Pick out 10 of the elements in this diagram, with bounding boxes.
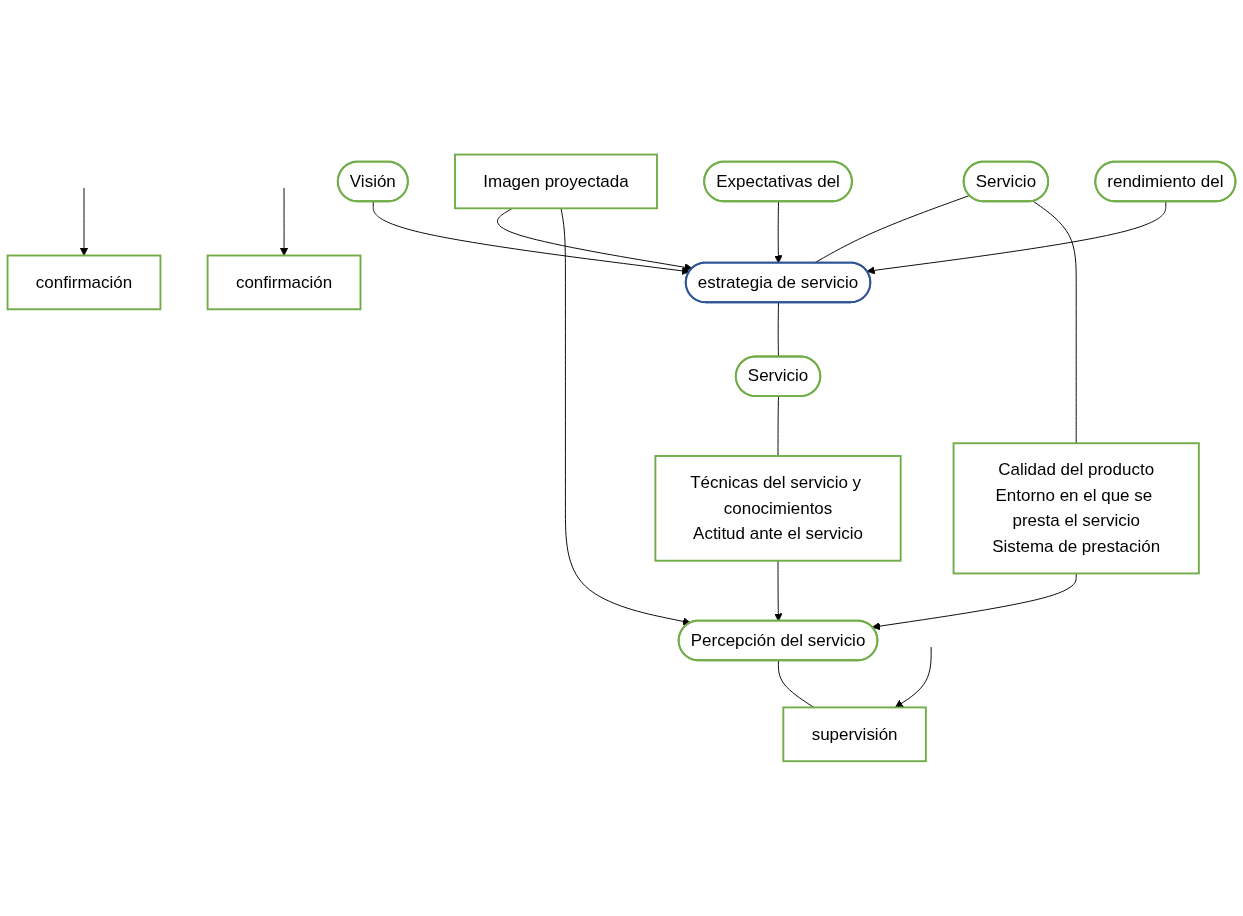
node-box: supervisión <box>782 706 927 763</box>
connector <box>777 660 815 708</box>
connector <box>1032 200 1077 444</box>
connector <box>777 302 779 358</box>
node-box: Imagen proyectada <box>454 153 658 210</box>
node-box: confirmación <box>206 254 362 311</box>
node-box: Técnicas del servicio y conocimientos Actitud ante el servicio <box>654 455 902 562</box>
connector <box>777 396 779 457</box>
node-box: Calidad del producto Entorno en el que se presta el servicio Sistema de prestación <box>952 442 1200 575</box>
node-box: confirmación <box>6 254 162 311</box>
